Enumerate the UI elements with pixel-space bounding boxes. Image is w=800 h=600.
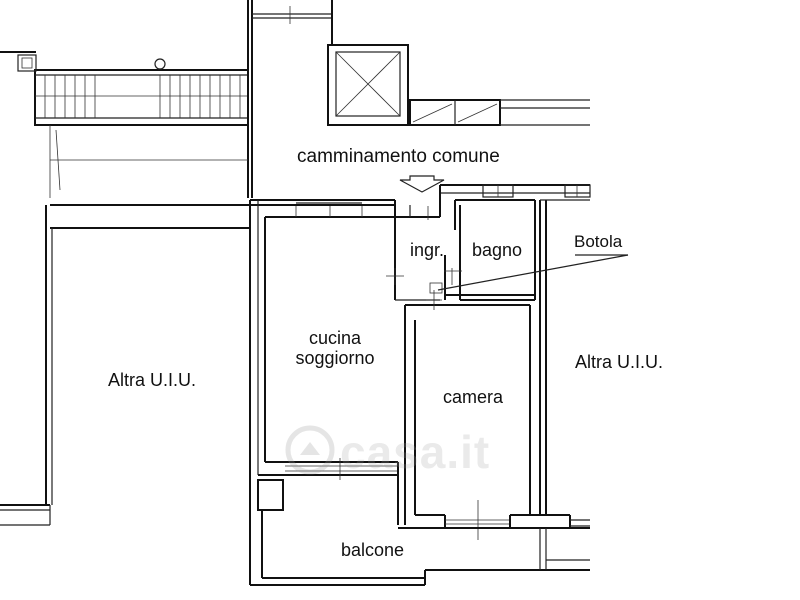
other-unit-label-left: Altra U.I.U. — [108, 370, 197, 390]
room-label-entrance: ingr. — [410, 240, 445, 260]
left-unit-walls — [0, 204, 250, 526]
room-label-bedroom: camera — [443, 387, 504, 407]
room-label-kitchen-line1: cucina — [308, 328, 362, 348]
door-symbols — [386, 206, 462, 310]
room-label-bathroom: bagno — [472, 240, 523, 260]
corridor-label: camminamento comune — [297, 146, 500, 167]
casa-logo-mark — [285, 425, 335, 475]
watermark-text: casa.it — [340, 426, 491, 478]
apartment-walls — [249, 184, 591, 586]
room-label-balcony: balcone — [341, 540, 405, 560]
elevator-shaft — [327, 44, 590, 126]
room-label-kitchen: cucina soggiorno — [285, 328, 385, 368]
stair-area — [0, 51, 249, 126]
other-unit-label-right: Altra U.I.U. — [575, 352, 664, 372]
upper-structures — [49, 0, 333, 198]
room-label-kitchen-line2: soggiorno — [295, 348, 375, 368]
botola-leader-line — [437, 254, 629, 291]
callout-label-botola: Botola — [574, 232, 623, 251]
entrance-arrow-icon — [399, 175, 445, 193]
